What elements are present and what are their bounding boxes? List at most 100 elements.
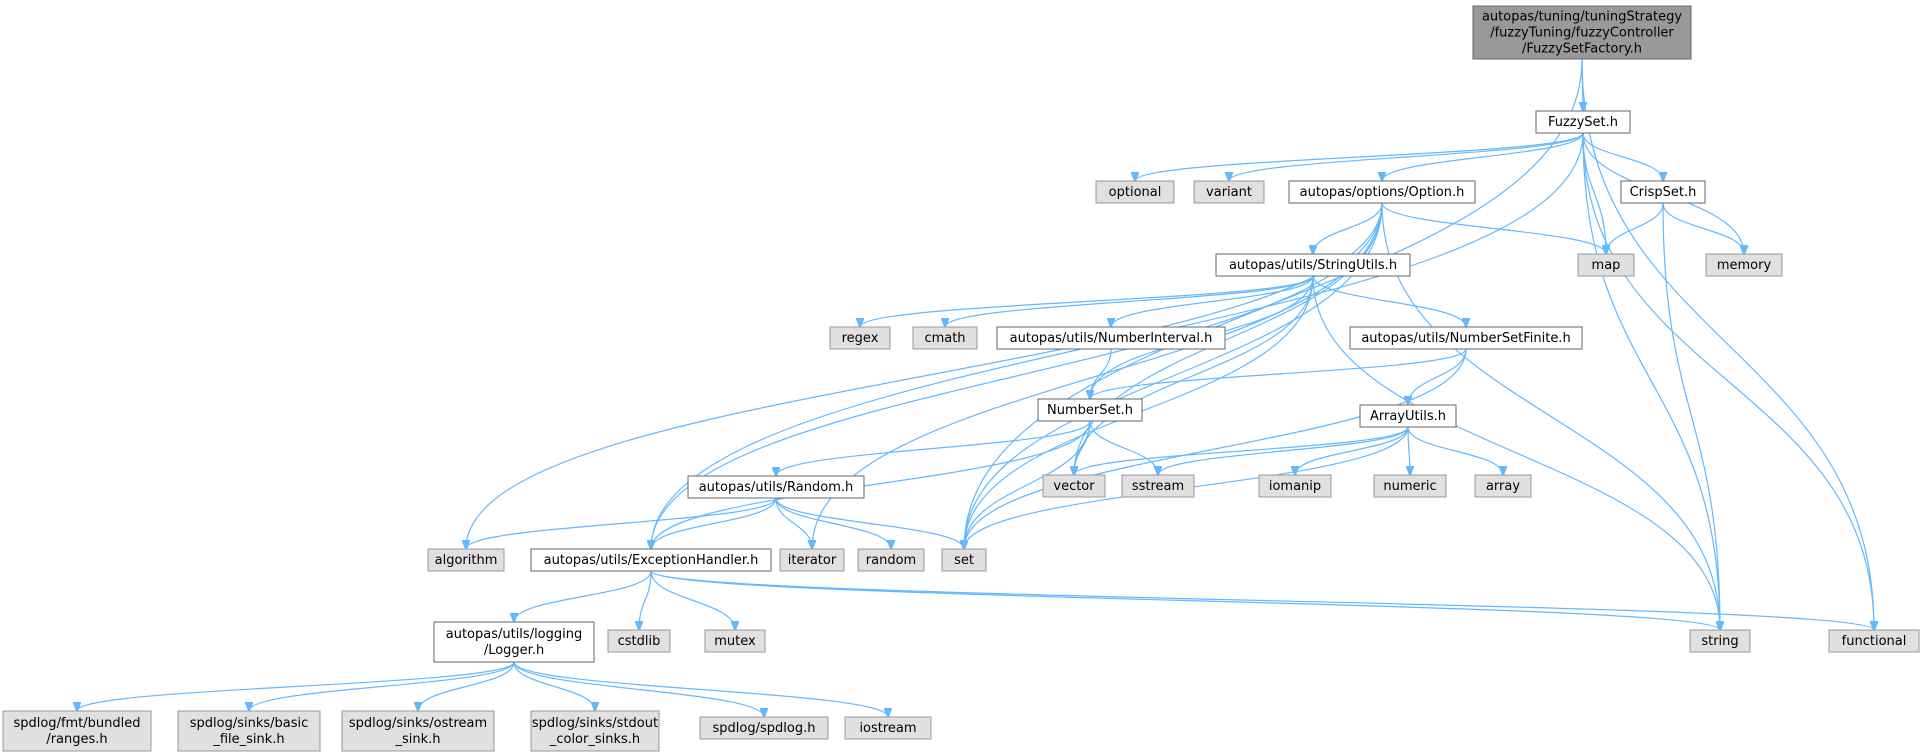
node-functional: functional xyxy=(1828,629,1920,653)
node-box-numberinterval xyxy=(996,326,1226,350)
edge-exceptionhandler-to-cstdlib xyxy=(639,570,652,630)
node-exceptionhandler[interactable]: autopas/utils/ExceptionHandler.h xyxy=(530,548,772,572)
node-box-basicfilesink xyxy=(177,710,321,752)
node-label-mutex-line-0: mutex xyxy=(714,634,756,649)
node-label-option-line-0: autopas/options/Option.h xyxy=(1300,185,1465,200)
node-box-set xyxy=(941,548,987,572)
edge-option-to-string xyxy=(1381,202,1720,630)
node-vector: vector xyxy=(1042,474,1106,498)
node-box-fuzzyset xyxy=(1535,110,1631,134)
node-sstream: sstream xyxy=(1121,474,1195,498)
edge-numberset-to-random_h xyxy=(776,420,1091,476)
edge-stringutils-to-numbersetfinite xyxy=(1312,275,1466,327)
node-label-numberinterval-line-0: autopas/utils/NumberInterval.h xyxy=(1010,331,1213,346)
edge-logger-to-basicfilesink xyxy=(249,661,515,711)
edge-logger-to-spdlog xyxy=(513,661,764,717)
node-random_h[interactable]: autopas/utils/Random.h xyxy=(687,475,865,499)
node-numberset[interactable]: NumberSet.h xyxy=(1037,398,1143,422)
node-box-algorithm xyxy=(427,548,505,572)
node-label-basicfilesink-line-0: spdlog/sinks/basic xyxy=(190,716,309,731)
node-label-arrayutils-line-0: ArrayUtils.h xyxy=(1370,409,1446,424)
edge-crispset-to-map xyxy=(1606,202,1664,254)
node-iterator: iterator xyxy=(779,548,845,572)
node-box-map xyxy=(1577,253,1635,277)
node-box-ostreamsink xyxy=(341,710,495,752)
node-arrayutils[interactable]: ArrayUtils.h xyxy=(1359,404,1457,428)
edge-arrayutils-to-array xyxy=(1407,426,1503,475)
node-cmath: cmath xyxy=(912,326,978,350)
edge-numberset-to-exceptionhandler xyxy=(651,420,1091,549)
node-ostreamsink: spdlog/sinks/ostream_sink.h xyxy=(341,710,495,752)
node-box-ranges xyxy=(2,710,152,752)
node-memory: memory xyxy=(1705,253,1783,277)
node-label-ranges-line-1: /ranges.h xyxy=(46,732,107,747)
node-box-array xyxy=(1474,474,1532,498)
node-box-stdoutsinks xyxy=(530,710,660,752)
node-mutex: mutex xyxy=(704,629,766,653)
edge-random_h-to-exceptionhandler xyxy=(651,497,777,549)
edge-logger-to-stdoutsinks xyxy=(513,661,595,711)
node-label-functional-line-0: functional xyxy=(1842,634,1907,649)
node-box-regex xyxy=(829,326,891,350)
node-set: set xyxy=(941,548,987,572)
node-box-mutex xyxy=(704,629,766,653)
node-label-numberset-line-0: NumberSet.h xyxy=(1047,403,1133,418)
edge-fuzzyset-to-option xyxy=(1382,132,1584,181)
node-label-vector-line-0: vector xyxy=(1053,479,1095,494)
node-label-iostream-line-0: iostream xyxy=(859,721,916,736)
node-label-set-line-0: set xyxy=(954,553,974,568)
node-label-algorithm-line-0: algorithm xyxy=(435,553,498,568)
node-label-string-line-0: string xyxy=(1701,634,1738,649)
node-box-exceptionhandler xyxy=(530,548,772,572)
node-stringutils[interactable]: autopas/utils/StringUtils.h xyxy=(1215,253,1411,277)
node-string: string xyxy=(1689,629,1751,653)
edge-option-to-map xyxy=(1381,202,1606,254)
node-box-sstream xyxy=(1121,474,1195,498)
node-numeric: numeric xyxy=(1373,474,1447,498)
node-logger[interactable]: autopas/utils/logging/Logger.h xyxy=(433,621,595,663)
edge-fuzzyset-to-crispset xyxy=(1582,132,1663,181)
node-spdlog: spdlog/spdlog.h xyxy=(699,716,829,740)
node-crispset[interactable]: CrispSet.h xyxy=(1620,180,1706,204)
edge-fuzzyset-to-functional xyxy=(1582,132,1874,630)
node-label-spdlog-line-0: spdlog/spdlog.h xyxy=(713,721,816,736)
node-box-functional xyxy=(1828,629,1920,653)
edge-random_h-to-iterator xyxy=(775,497,812,549)
node-box-logger xyxy=(433,621,595,663)
node-label-root-line-1: /fuzzyTuning/fuzzyController xyxy=(1490,26,1674,41)
node-box-variant xyxy=(1193,180,1265,204)
node-option[interactable]: autopas/options/Option.h xyxy=(1288,180,1476,204)
node-box-vector xyxy=(1042,474,1106,498)
node-map: map xyxy=(1577,253,1635,277)
node-label-cstdlib-line-0: cstdlib xyxy=(618,634,661,649)
node-label-root-line-0: autopas/tuning/tuningStrategy xyxy=(1482,10,1682,25)
node-label-root-line-2: /FuzzySetFactory.h xyxy=(1522,42,1642,57)
node-box-cstdlib xyxy=(607,629,671,653)
node-optional: optional xyxy=(1095,180,1175,204)
nodes-layer: autopas/tuning/tuningStrategy/fuzzyTunin… xyxy=(2,5,1920,752)
edge-logger-to-ostreamsink xyxy=(418,661,515,711)
edge-logger-to-ranges xyxy=(77,661,515,711)
edge-root-to-functional xyxy=(1581,58,1874,630)
node-regex: regex xyxy=(829,326,891,350)
node-box-optional xyxy=(1095,180,1175,204)
node-numbersetfinite[interactable]: autopas/utils/NumberSetFinite.h xyxy=(1349,326,1583,350)
node-label-numbersetfinite-line-0: autopas/utils/NumberSetFinite.h xyxy=(1361,331,1570,346)
edge-stringutils-to-regex xyxy=(860,275,1314,327)
node-label-ranges-line-0: spdlog/fmt/bundled xyxy=(13,716,140,731)
node-box-memory xyxy=(1705,253,1783,277)
node-box-random xyxy=(857,548,925,572)
node-numberinterval[interactable]: autopas/utils/NumberInterval.h xyxy=(996,326,1226,350)
edge-crispset-to-string xyxy=(1662,202,1720,630)
node-root[interactable]: autopas/tuning/tuningStrategy/fuzzyTunin… xyxy=(1472,5,1692,60)
node-ranges: spdlog/fmt/bundled/ranges.h xyxy=(2,710,152,752)
edge-arrayutils-to-vector xyxy=(1074,426,1409,475)
node-box-random_h xyxy=(687,475,865,499)
edge-numbersetfinite-to-arrayutils xyxy=(1408,348,1467,405)
edge-stringutils-to-string xyxy=(1312,275,1720,630)
node-label-numeric-line-0: numeric xyxy=(1383,479,1436,494)
node-box-iostream xyxy=(844,716,932,740)
node-fuzzyset[interactable]: FuzzySet.h xyxy=(1535,110,1631,134)
node-label-sstream-line-0: sstream xyxy=(1132,479,1184,494)
edge-random_h-to-algorithm xyxy=(466,497,777,549)
